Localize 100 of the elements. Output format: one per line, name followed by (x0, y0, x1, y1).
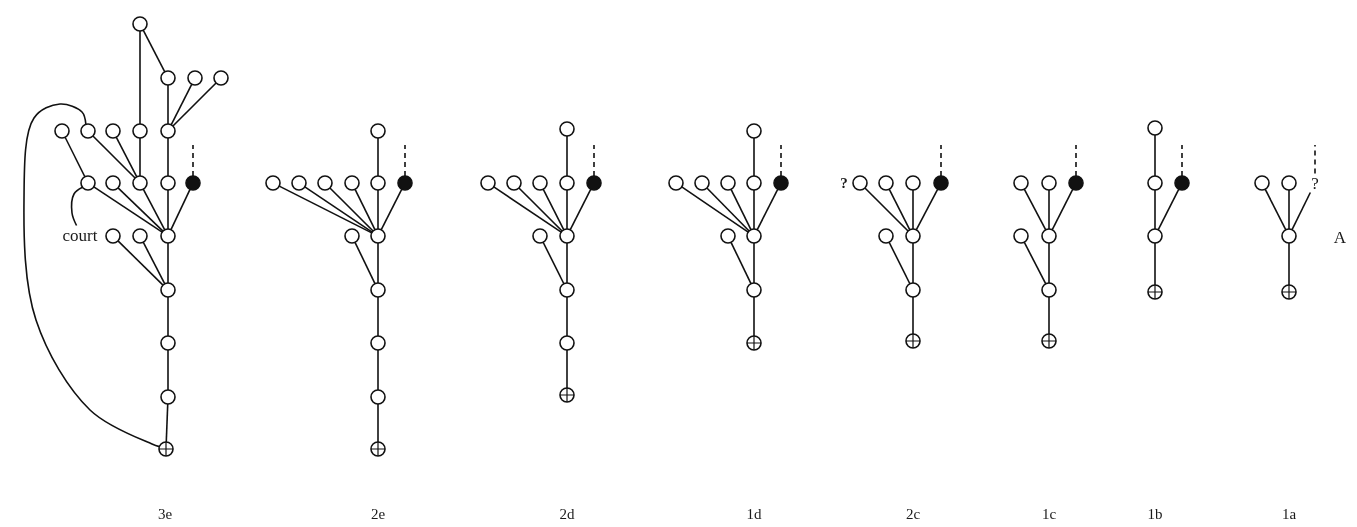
open-circle-node (132, 16, 148, 32)
open-circle-node (344, 175, 360, 191)
open-circle-node (1147, 120, 1163, 136)
open-circle-node (105, 228, 121, 244)
crossed-circle-node (1041, 333, 1057, 349)
tree-label: 1d (746, 505, 762, 523)
open-circle-node (532, 228, 548, 244)
connector-line (566, 135, 568, 177)
connector-line (1023, 241, 1047, 285)
open-circle-node (160, 389, 176, 405)
connector-line (566, 349, 568, 389)
open-circle-node (1041, 175, 1057, 191)
connector-line (912, 242, 914, 284)
connector-line (377, 403, 379, 443)
open-circle-node (80, 123, 96, 139)
open-circle-node (132, 228, 148, 244)
tree-label: 1c (1041, 505, 1057, 523)
open-circle-node (80, 175, 96, 191)
leader-line (1314, 144, 1316, 175)
open-circle-node (1013, 228, 1029, 244)
dashed-line (1181, 144, 1183, 177)
open-circle-node (559, 282, 575, 298)
open-circle-node (668, 175, 684, 191)
leader-line (70, 186, 84, 227)
connector-line (139, 30, 141, 125)
connector-line (1154, 189, 1156, 230)
connector-line (117, 240, 164, 286)
open-circle-node (160, 70, 176, 86)
dashed-line (940, 144, 942, 177)
connector-line (730, 241, 752, 285)
connector-line (1023, 188, 1047, 231)
open-circle-node (559, 335, 575, 351)
connector-line (64, 136, 86, 178)
crossed-circle-node (905, 333, 921, 349)
connector-line (1154, 134, 1156, 177)
text-label: court (62, 226, 98, 244)
connector-line (753, 242, 755, 284)
open-circle-node (1013, 175, 1029, 191)
open-circle-node (132, 175, 148, 191)
connector-line (569, 188, 592, 231)
open-circle-node (105, 175, 121, 191)
connector-line (888, 188, 911, 231)
connector-line (1048, 296, 1050, 335)
connector-line (170, 83, 193, 126)
connector-line (1051, 188, 1074, 231)
connector-line (93, 186, 163, 233)
open-circle-node (1041, 282, 1057, 298)
connector-line (1288, 189, 1290, 230)
connector-line (354, 241, 376, 285)
connector-line (542, 188, 565, 231)
question-mark: ? (840, 174, 848, 192)
connector-line (912, 189, 914, 230)
connector-line (172, 82, 217, 127)
open-circle-node (746, 123, 762, 139)
connector-line (167, 242, 169, 284)
open-circle-node (532, 175, 548, 191)
connector-line (706, 187, 750, 232)
connector-line (888, 241, 911, 285)
connector-line (753, 137, 755, 177)
open-circle-node (213, 70, 229, 86)
open-circle-node (852, 175, 868, 191)
open-circle-node (720, 228, 736, 244)
connector-line (1157, 188, 1180, 231)
dashed-line (192, 144, 194, 177)
tree-label: 2e (370, 505, 386, 523)
open-circle-node (878, 175, 894, 191)
tree-label: 2c (905, 505, 921, 523)
connector-line (912, 296, 914, 335)
connector-line (167, 349, 169, 391)
dashed-line (1075, 144, 1077, 177)
connector-line (864, 187, 909, 232)
connector-line (167, 296, 169, 337)
open-circle-node (370, 175, 386, 191)
connector-line (542, 241, 565, 285)
open-circle-node (160, 175, 176, 191)
open-circle-node (1147, 175, 1163, 191)
question-mark: ? (1311, 174, 1319, 192)
open-circle-node (187, 70, 203, 86)
open-circle-node (370, 282, 386, 298)
open-circle-node (1281, 175, 1297, 191)
connector-line (566, 296, 568, 337)
open-circle-node (905, 282, 921, 298)
connector-line (377, 242, 379, 284)
connector-line (142, 188, 166, 231)
filled-circle-node (1068, 175, 1084, 191)
open-circle-node (878, 228, 894, 244)
connector-line (1154, 242, 1156, 286)
connector-line (756, 188, 779, 231)
crossed-circle-node (158, 441, 174, 457)
section-letter: A (1333, 228, 1347, 248)
connector-line (278, 185, 373, 234)
open-circle-node (559, 175, 575, 191)
connector-line (92, 135, 136, 179)
open-circle-node (54, 123, 70, 139)
dashed-line (404, 144, 406, 177)
connector-line (354, 188, 376, 231)
connector-line (1288, 242, 1290, 286)
connector-line (165, 403, 169, 443)
open-circle-node (746, 282, 762, 298)
open-circle-node (265, 175, 281, 191)
